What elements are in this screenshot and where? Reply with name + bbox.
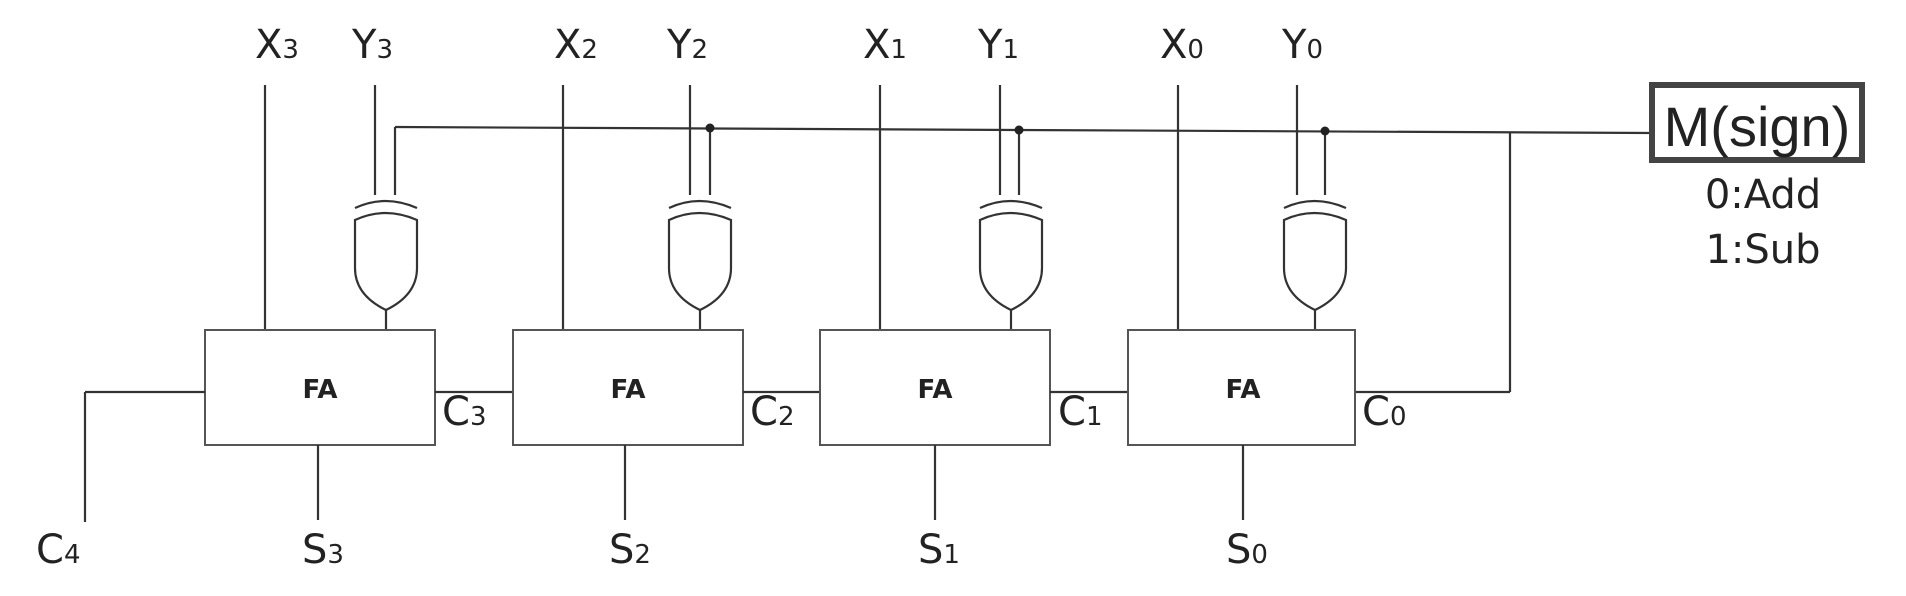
stage-bit-1: FA <box>819 85 1051 520</box>
legend-sub: 1:Sub <box>1705 227 1820 273</box>
fa-label-2: FA <box>611 375 646 405</box>
control-input-box <box>1649 82 1865 163</box>
c1-label: C1 <box>1058 389 1102 435</box>
stage-bit-0: FA <box>1127 85 1356 520</box>
xor-gate-1 <box>978 199 1044 312</box>
c0-label: C0 <box>1362 389 1406 435</box>
fa-label-0: FA <box>1226 375 1261 405</box>
c4-label: C4 <box>36 527 80 573</box>
junction-dot-2 <box>705 123 715 133</box>
full-adder-2 <box>512 329 744 446</box>
s0-label: S0 <box>1226 527 1268 573</box>
c3-label: C3 <box>442 389 486 435</box>
stage-bit-2: FA <box>512 85 744 520</box>
junction-dot-1 <box>1014 125 1024 135</box>
full-adder-0 <box>1127 329 1356 446</box>
stage-bit-3: FA <box>83 85 436 522</box>
fa-label-3: FA <box>303 375 338 405</box>
s3-label: S3 <box>302 527 344 573</box>
full-adder-1 <box>819 329 1051 446</box>
y2-label: Y2 <box>666 22 708 68</box>
y3-label: Y3 <box>351 22 393 68</box>
legend-add: 0:Add <box>1705 172 1821 218</box>
x2-label: X2 <box>554 22 598 68</box>
control-label: M(sign) <box>1664 95 1851 158</box>
x1-label: X1 <box>863 22 907 68</box>
y0-label: Y0 <box>1281 22 1323 68</box>
x0-label: X0 <box>1160 22 1204 68</box>
c2-label: C2 <box>750 389 794 435</box>
xor-gate-2 <box>667 199 733 312</box>
fa-label-1: FA <box>918 375 953 405</box>
xor-gate-0 <box>1282 199 1348 312</box>
y1-label: Y1 <box>977 22 1019 68</box>
s1-label: S1 <box>918 527 960 573</box>
full-adder-3 <box>204 329 436 446</box>
s2-label: S2 <box>609 527 651 573</box>
junction-dot-0 <box>1320 126 1330 136</box>
x3-label: X3 <box>255 22 299 68</box>
xor-gate-3 <box>353 199 419 312</box>
